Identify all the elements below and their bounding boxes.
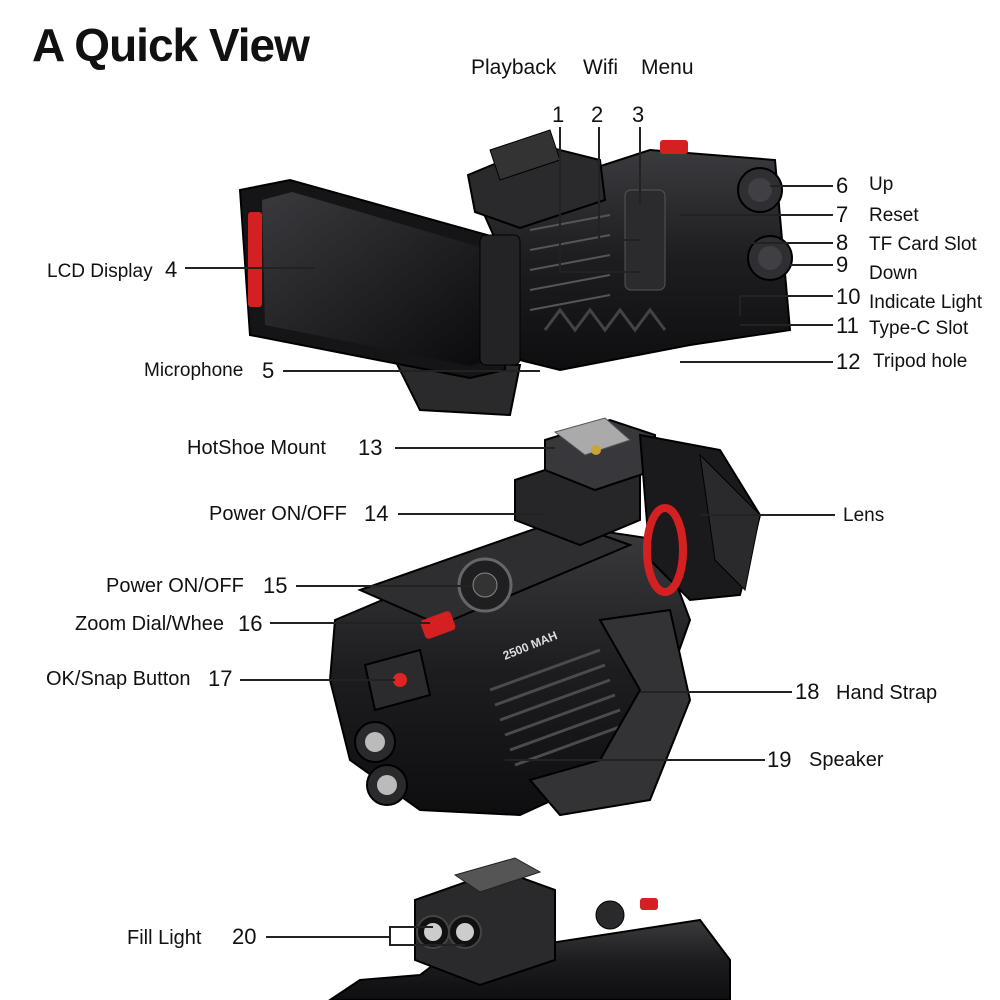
label-lens: Lens (843, 505, 885, 526)
label-type-c-slot: Type-C Slot (869, 318, 969, 339)
callout-number-2: 2 (591, 102, 604, 127)
label-menu: Menu (641, 56, 694, 79)
callout-number-12: 12 (836, 349, 861, 374)
callout-number-6: 6 (836, 173, 849, 198)
callout-number-7: 7 (836, 202, 849, 227)
callout-number-13: 13 (358, 435, 383, 460)
label-tf-card-slot: TF Card Slot (869, 234, 977, 255)
label-ok-snap-button: OK/Snap Button (46, 668, 191, 690)
callout-number-11: 11 (836, 313, 859, 338)
label-microphone: Microphone (144, 360, 244, 381)
callout-number-14: 14 (364, 501, 389, 526)
label-down: Down (869, 263, 918, 284)
callout-number-5: 5 (262, 358, 275, 383)
callout-number-1: 1 (552, 102, 565, 127)
callout-number-8: 8 (836, 230, 849, 255)
label-hotshoe-mount: HotShoe Mount (187, 437, 326, 459)
label-zoom-dial: Zoom Dial/Whee (75, 613, 224, 635)
label-indicate-light: Indicate Light (869, 292, 983, 313)
callout-number-9: 9 (836, 252, 849, 277)
camera-bottom-view (328, 857, 731, 1000)
label-lcd-display: LCD Display (47, 261, 153, 282)
label-speaker: Speaker (809, 749, 884, 771)
leader-lines (185, 127, 835, 946)
callout-number-15: 15 (263, 573, 288, 598)
callout-number-18: 18 (795, 679, 820, 704)
callout-number-4: 4 (165, 257, 178, 282)
label-up: Up (869, 174, 894, 195)
label-fill-light: Fill Light (127, 927, 202, 949)
callout-number-20: 20 (232, 924, 257, 949)
callout-number-3: 3 (632, 102, 645, 127)
label-playback: Playback (471, 56, 557, 79)
camera-main-view: 2500 MAH (328, 417, 762, 817)
label-reset: Reset (869, 205, 919, 226)
label-wifi: Wifi (583, 56, 618, 79)
callout-number-17: 17 (208, 666, 233, 691)
label-hand-strap: Hand Strap (836, 682, 938, 704)
label-tripod-hole: Tripod hole (873, 351, 968, 372)
callout-number-16: 16 (238, 611, 263, 636)
callout-number-10: 10 (836, 284, 861, 309)
page-title: A Quick View (32, 19, 310, 71)
label-power-on-off-15: Power ON/OFF (106, 575, 244, 597)
camera-top-view (238, 129, 793, 417)
callout-number-19: 19 (767, 747, 792, 772)
label-power-on-off-14: Power ON/OFF (209, 503, 347, 525)
